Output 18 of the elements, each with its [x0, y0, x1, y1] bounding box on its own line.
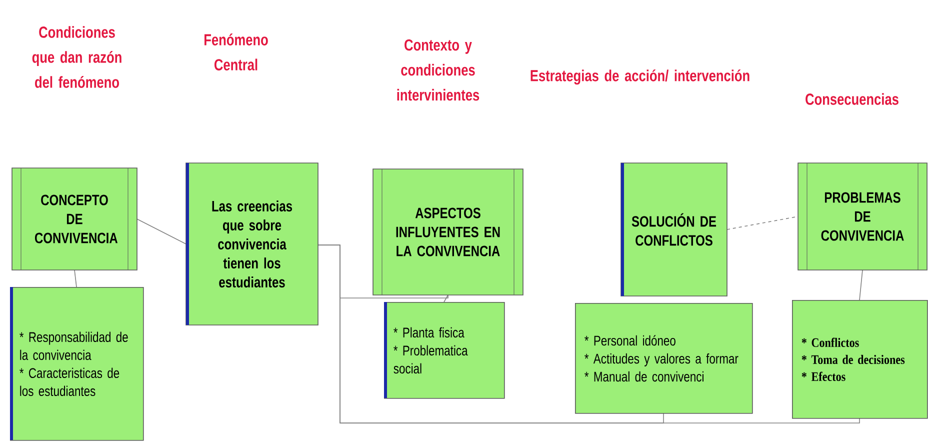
column-heading: Condiciones que dan razón del fenómeno: [32, 26, 122, 88]
column-heading: Consecuencias: [806, 93, 898, 105]
list-box: * Planta fisica * Problematica social: [384, 302, 505, 399]
column-heading: Fenómeno Central: [204, 34, 268, 70]
concept-box: PROBLEMAS DE CONVIVENCIA: [798, 162, 928, 270]
column-heading: Estrategias de acción/ intervención: [530, 69, 750, 85]
list-box: * Responsabilidad de la convivencia * Caracteristicas de los estudiantes: [10, 287, 144, 441]
column-heading: Contexto y condiciones intervinientes: [397, 39, 480, 101]
list-box: * Conflictos * Toma de decisiones * Efectos: [792, 300, 928, 419]
connector-line: [859, 270, 863, 300]
concept-box: Las creencias que sobre convivencia tienen los estudiantes: [186, 162, 318, 326]
connector-line: [136, 218, 186, 244]
concept-box: ASPECTOS INFLUYENTES EN LA CONVIVENCIA: [372, 168, 524, 296]
connector-line: [74, 270, 77, 288]
concept-box: SOLUCIÓN DE CONFLICTOS: [620, 162, 728, 296]
connector-line: [318, 244, 860, 424]
concept-box: CONCEPTO DE CONVIVENCIA: [12, 168, 138, 270]
list-box: * Personal idóneo * Actitudes y valores a formar * Manual de convivenci: [575, 303, 753, 414]
